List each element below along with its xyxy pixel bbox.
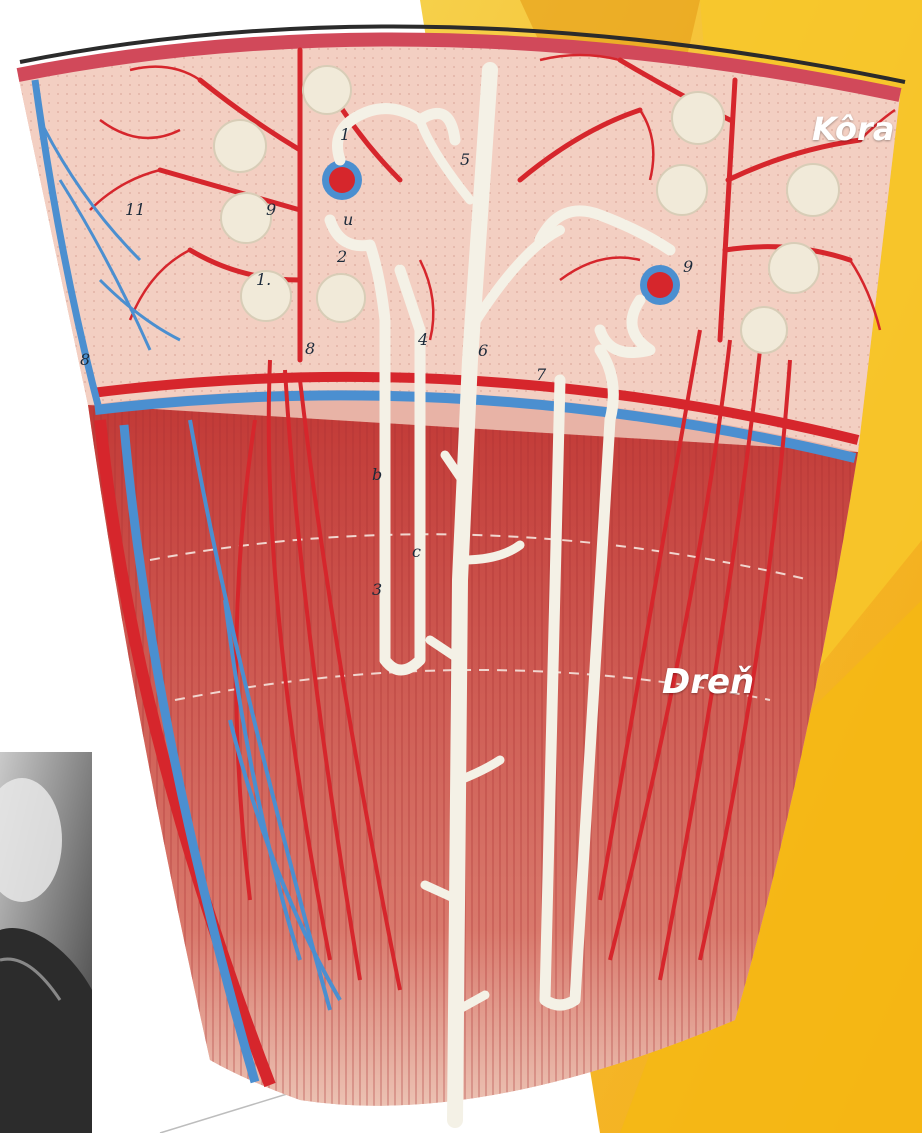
medulla-label: Dreň bbox=[662, 662, 754, 702]
marker-u: u bbox=[343, 210, 353, 229]
marker-2: 2 bbox=[336, 247, 347, 266]
marker-1: 1 bbox=[340, 125, 350, 144]
marker-9-left: 9 bbox=[266, 200, 276, 219]
cortex-label: Kôra bbox=[812, 110, 894, 148]
marker-1-dot: 1. bbox=[256, 270, 271, 289]
marker-c: c bbox=[412, 542, 421, 561]
marker-4: 4 bbox=[417, 330, 428, 349]
marker-8-edge: 8 bbox=[80, 350, 90, 369]
marker-3: 3 bbox=[372, 580, 382, 599]
marker-7: 7 bbox=[536, 365, 547, 384]
portrait-photo bbox=[0, 752, 92, 1133]
marker-11: 11 bbox=[125, 200, 145, 219]
marker-b: b bbox=[372, 465, 382, 484]
marker-5: 5 bbox=[460, 150, 470, 169]
marker-9-right: 9 bbox=[683, 257, 693, 276]
marker-6: 6 bbox=[478, 341, 488, 360]
marker-8-left: 8 bbox=[305, 339, 315, 358]
